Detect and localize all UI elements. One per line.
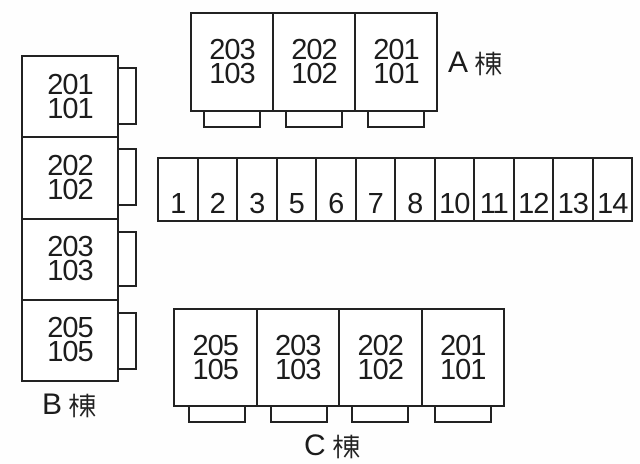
building-a-unit-1: 203 103	[192, 14, 272, 110]
room-number-upper: 203	[209, 34, 255, 66]
building-a-label-letter: A	[448, 46, 469, 79]
parking-space: 13	[552, 159, 592, 220]
parking-space-number: 2	[209, 188, 226, 220]
room-number-lower: 102	[47, 173, 93, 206]
parking-space: 5	[275, 159, 316, 220]
entrance-tab	[117, 148, 137, 206]
building-c-label: C	[304, 431, 360, 461]
room-number-upper: 201	[440, 329, 486, 362]
building-b-unit-3: 203 103	[23, 217, 117, 299]
parking-space-number: 8	[407, 188, 423, 220]
room-number-lower: 103	[275, 353, 321, 386]
parking-space: 12	[512, 159, 553, 220]
room-number-upper: 202	[357, 329, 404, 362]
building-b-unit-2: 202 102	[23, 136, 117, 217]
tou-kanji-icon	[475, 50, 502, 76]
building-c-unit-2: 203 103	[255, 310, 339, 405]
parking-space: 1	[159, 159, 197, 220]
entrance-tab	[351, 405, 409, 423]
parking-space: 2	[196, 159, 237, 220]
building-c-unit-4: 201 101	[420, 310, 504, 405]
room-number-upper: 203	[275, 329, 321, 362]
entrance-tab	[117, 67, 137, 125]
room-number-lower: 103	[47, 255, 93, 288]
room-number-lower: 101	[373, 58, 419, 90]
parking-space-number: 14	[597, 188, 628, 220]
parking-space: 6	[315, 159, 355, 220]
room-number-lower: 101	[440, 353, 486, 386]
building-a-unit-3: 201 101	[354, 14, 436, 110]
building-a-label: A	[448, 48, 502, 78]
entrance-tab	[188, 405, 246, 423]
entrance-tab	[117, 312, 137, 370]
room-number-lower: 105	[192, 353, 239, 386]
parking-space: 8	[394, 159, 434, 220]
building-b-label: B	[42, 390, 96, 420]
entrance-tab	[434, 405, 492, 423]
parking-space-number: 13	[557, 188, 589, 220]
parking-space-number: 3	[249, 188, 265, 220]
building-c-unit-3: 202 102	[338, 310, 421, 405]
room-number-lower: 102	[357, 353, 404, 386]
room-number-lower: 101	[47, 92, 93, 125]
building-b-unit-4: 205 105	[23, 298, 117, 380]
parking-space-number: 5	[288, 188, 305, 220]
parking-space-number: 12	[518, 188, 549, 220]
parking-space-number: 11	[479, 188, 509, 220]
building-a: 203 103 202 102 201 101	[190, 12, 438, 112]
entrance-tab	[203, 110, 261, 128]
parking-space: 11	[473, 159, 513, 220]
room-number-lower: 102	[291, 58, 337, 90]
entrance-tab	[270, 405, 328, 423]
building-c-label-letter: C	[304, 429, 326, 462]
tou-kanji-icon	[69, 392, 96, 418]
entrance-tab	[285, 110, 343, 128]
room-number-upper: 201	[373, 34, 419, 66]
building-c: 205 105 203 103 202 102 201 101	[173, 308, 505, 407]
room-number-upper: 202	[291, 34, 337, 66]
tou-kanji-icon	[332, 433, 360, 459]
building-a-unit-2: 202 102	[272, 14, 354, 110]
entrance-tab	[117, 231, 137, 287]
room-number-upper: 205	[47, 312, 93, 345]
parking-space-number: 10	[439, 188, 470, 220]
entrance-tab	[367, 110, 425, 128]
parking-row: 1 2 3 5 6 7 8 10 11 12 13 14	[157, 157, 633, 222]
room-number-upper: 205	[192, 329, 239, 362]
parking-space-number: 1	[170, 188, 186, 220]
room-number-upper: 202	[47, 149, 93, 182]
room-number-lower: 105	[47, 336, 93, 369]
building-b-unit-1: 201 101	[23, 57, 117, 136]
room-number-upper: 201	[47, 68, 93, 101]
parking-space: 7	[354, 159, 395, 220]
parking-space: 10	[433, 159, 474, 220]
parking-space-number: 7	[367, 188, 384, 220]
parking-space-number: 6	[328, 188, 344, 220]
parking-space: 14	[591, 159, 632, 220]
building-b-label-letter: B	[42, 388, 63, 421]
room-number-lower: 103	[209, 58, 255, 90]
room-number-upper: 203	[47, 231, 93, 264]
building-c-unit-1: 205 105	[175, 310, 256, 405]
parking-space: 3	[236, 159, 276, 220]
building-b: 201 101 202 102 203 103 205 105	[21, 55, 119, 382]
